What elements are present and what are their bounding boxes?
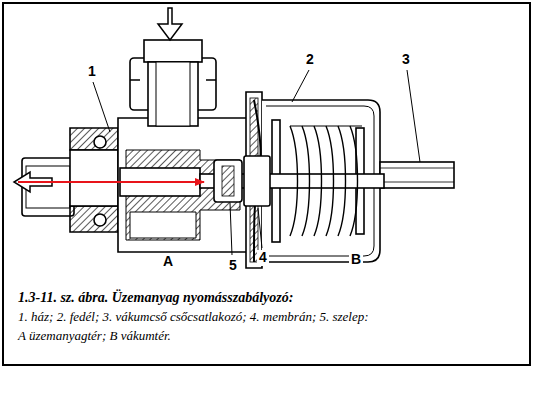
callout-number: 5 bbox=[227, 258, 239, 273]
housing bbox=[22, 40, 454, 268]
figure-caption: 1.3-11. sz. ábra. Üzemanyag nyomásszabál… bbox=[18, 290, 293, 305]
callout-number: 4 bbox=[257, 250, 269, 265]
caption-legend: 1. ház; 2. fedél; 3. vákumcső csőcsatlak… bbox=[18, 310, 369, 324]
callout-number: 2 bbox=[304, 52, 316, 67]
callout-number: 3 bbox=[400, 52, 412, 67]
frame bbox=[3, 3, 530, 365]
callout-number: A bbox=[161, 254, 175, 269]
caption-legend: A üzemanyagtér; B vákumtér. bbox=[18, 329, 171, 343]
callout-number: 1 bbox=[86, 64, 98, 79]
inlet-arrow bbox=[158, 8, 182, 40]
leader-lines bbox=[93, 70, 420, 255]
spring-coils bbox=[290, 126, 362, 236]
flow-line bbox=[18, 181, 204, 183]
callout-number: B bbox=[349, 252, 363, 267]
